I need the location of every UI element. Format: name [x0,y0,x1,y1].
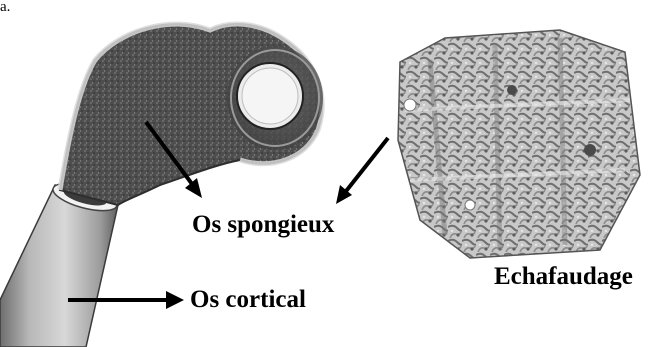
arrow-spongy-right [336,138,388,204]
cortical-bone-label: Os cortical [190,287,306,312]
scaffold-block [398,30,640,258]
femur-shaft [0,178,120,347]
implant-disc [237,63,303,129]
scaffold-label: Echafaudage [494,264,633,289]
spongy-bone-label: Os spongieux [192,212,334,237]
top-fragment-label: a. [0,0,10,15]
